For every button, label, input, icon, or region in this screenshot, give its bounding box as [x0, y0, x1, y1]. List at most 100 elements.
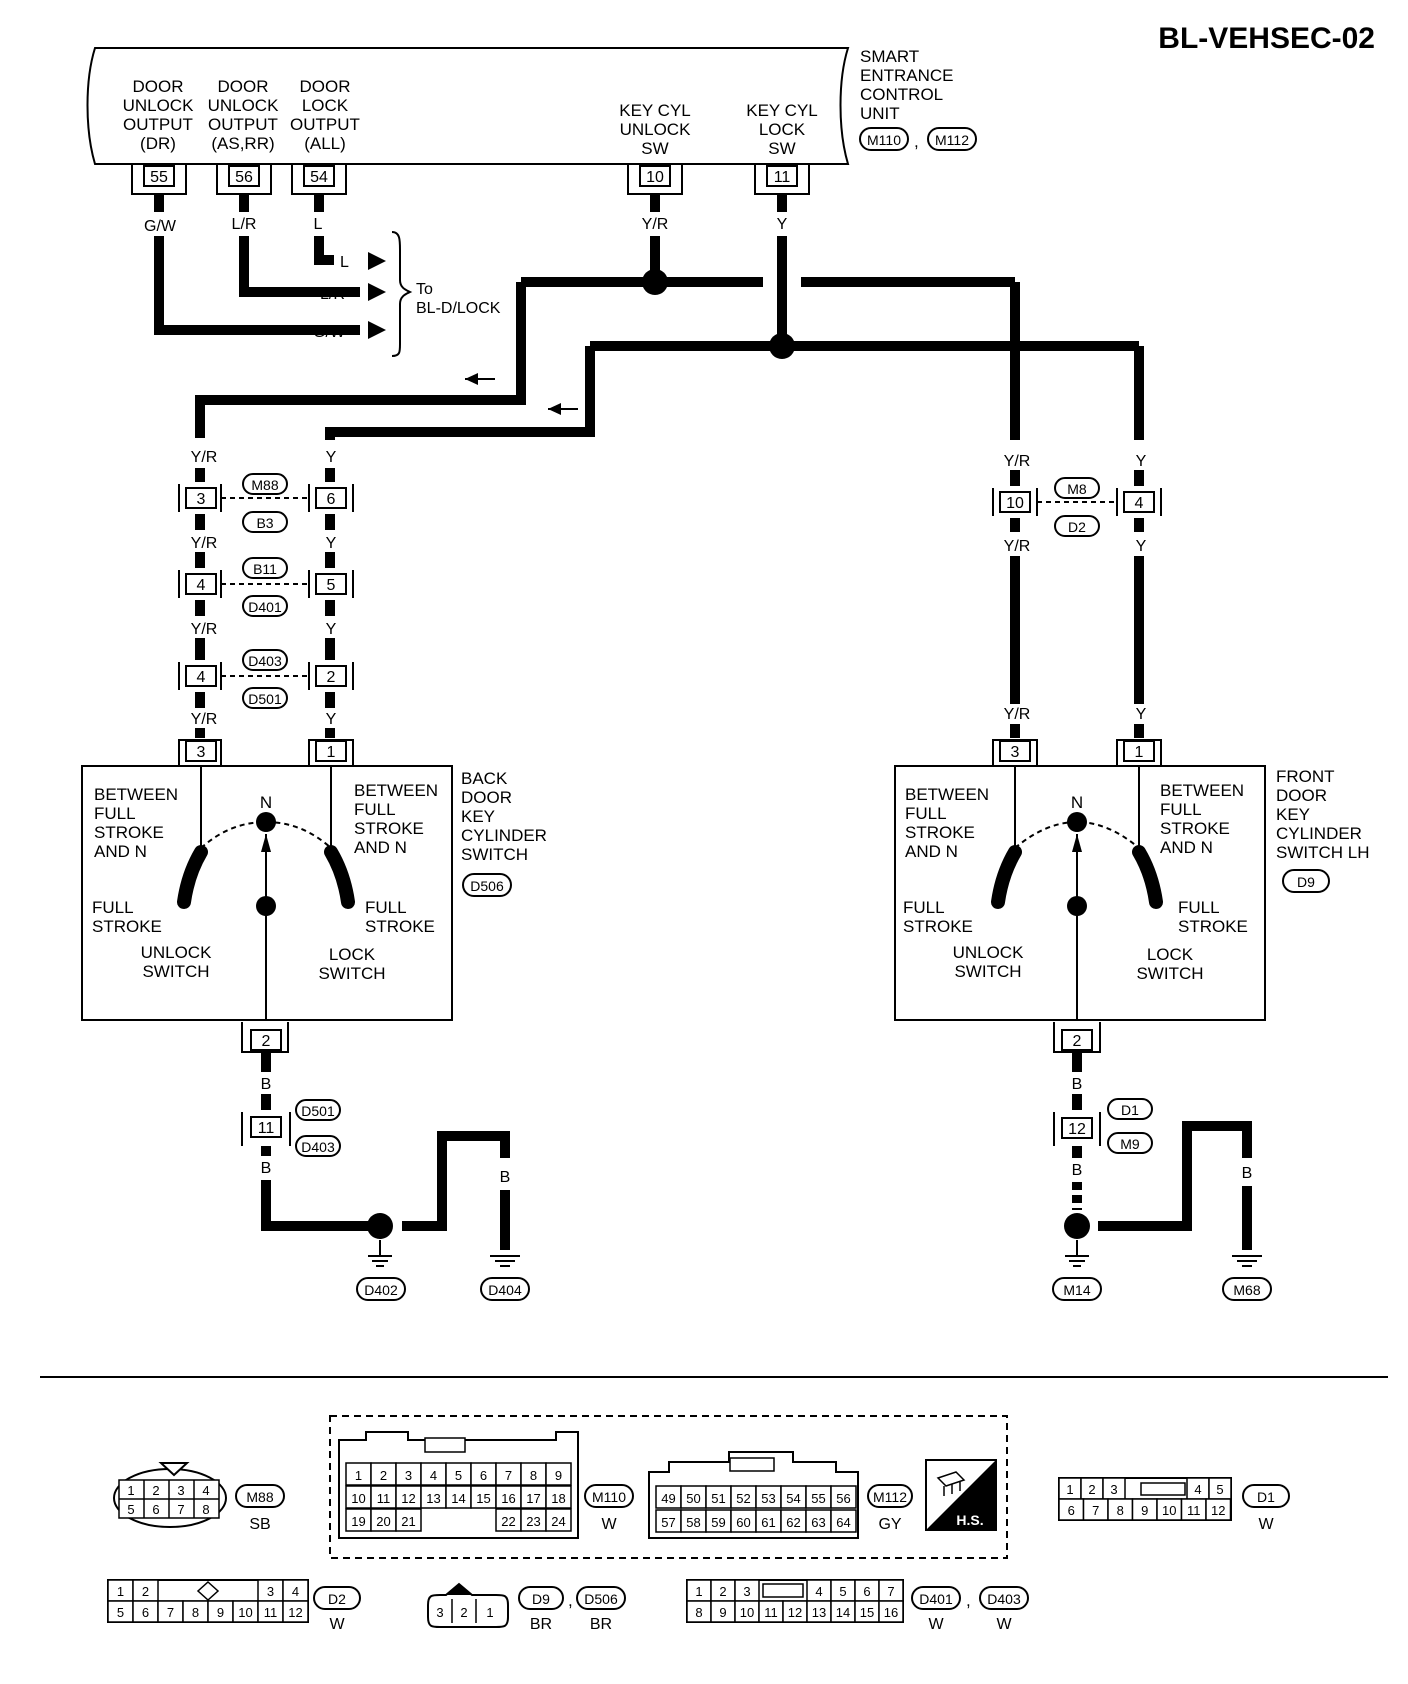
connector-pin-cell [1205, 1498, 1232, 1521]
switch-name-line: FRONT [1276, 767, 1335, 786]
svg-text:,: , [914, 132, 919, 151]
connector-pin-number: 55 [811, 1491, 825, 1506]
svg-text:B: B [500, 1169, 511, 1186]
connector-pin-number: 13 [426, 1491, 440, 1506]
svg-text:STROKE: STROKE [903, 917, 973, 936]
svg-text:STROKE: STROKE [905, 823, 975, 842]
junction-pin: 3 [197, 491, 206, 508]
connector-pin-number: 22 [501, 1514, 515, 1529]
svg-text:W: W [1258, 1516, 1274, 1533]
svg-text:KEY CYL: KEY CYL [746, 101, 818, 120]
ecu-pin-56: 56 [216, 164, 272, 195]
output-wires: L L/R G/W To BL-D/LOCK [154, 194, 501, 357]
svg-text:Y/R: Y/R [191, 449, 218, 466]
smart-entrance-control-unit: SMART ENTRANCE CONTROL UNIT M110 , M112 … [86, 47, 977, 165]
wire-color-yr: Y/R [642, 216, 669, 233]
connector-pin-cell [830, 1485, 857, 1509]
svg-text:BETWEEN: BETWEEN [354, 781, 438, 800]
connector-pin-number: 7 [167, 1605, 174, 1620]
svg-text:1: 1 [127, 1483, 134, 1498]
connector-pin-number: 63 [811, 1515, 825, 1530]
junction-pin: 4 [197, 577, 206, 594]
svg-text:DOOR: DOOR [133, 77, 184, 96]
connector-pin-number: 3 [405, 1468, 412, 1483]
connector-pin-number: 13 [812, 1605, 826, 1620]
svg-text:54: 54 [310, 169, 328, 186]
connector-pin-number: 19 [351, 1514, 365, 1529]
svg-text:B: B [1242, 1165, 1253, 1182]
connector-pin-number: 4 [292, 1584, 299, 1599]
connector-pin-cell [830, 1509, 857, 1533]
connector-tag: D1 [1121, 1102, 1139, 1118]
connector-pin-number: 3 [1110, 1482, 1117, 1497]
svg-text:STROKE: STROKE [92, 917, 162, 936]
svg-text:STROKE: STROKE [1178, 917, 1248, 936]
connector-pin-number: 5 [117, 1605, 124, 1620]
svg-text:6: 6 [152, 1502, 159, 1517]
connector-pin-number: 7 [505, 1468, 512, 1483]
connector-tag: D2 [1068, 519, 1086, 535]
svg-text:B: B [261, 1076, 272, 1093]
svg-text:8: 8 [202, 1502, 209, 1517]
connector-pin-number: 50 [686, 1491, 700, 1506]
wire-color-l: L [314, 216, 323, 233]
connector-pin-number: 59 [711, 1515, 725, 1530]
connector-pin-cell [282, 1600, 309, 1623]
connector-pin-number: 6 [863, 1584, 870, 1599]
svg-text:2: 2 [152, 1483, 159, 1498]
connector-tag: D501 [301, 1103, 335, 1119]
connector-pin-number: 10 [238, 1605, 252, 1620]
svg-text:N: N [260, 793, 272, 812]
connector-tag: B11 [253, 561, 277, 577]
svg-text:,: , [966, 1591, 971, 1610]
svg-text:10: 10 [646, 169, 664, 186]
ecu-pin-11: 11 [754, 164, 810, 195]
svg-text:D2: D2 [328, 1591, 346, 1607]
connector-tag: M9 [1120, 1136, 1140, 1152]
connector-pin-number: 7 [1092, 1503, 1099, 1518]
svg-text:Y: Y [1136, 453, 1147, 470]
connector-pin-number: 10 [740, 1605, 754, 1620]
svg-text:Y: Y [326, 449, 337, 466]
svg-text:11: 11 [258, 1120, 275, 1137]
switch-connector: D506 [470, 878, 504, 894]
svg-text:,: , [568, 1591, 573, 1610]
connector-pin-number: 53 [761, 1491, 775, 1506]
switch-pin: 1 [1135, 744, 1144, 761]
junction-pin: 10 [1006, 495, 1024, 512]
svg-text:11: 11 [774, 169, 791, 186]
svg-text:4: 4 [202, 1483, 209, 1498]
ground-tag: D404 [488, 1282, 522, 1298]
svg-text:STROKE: STROKE [354, 819, 424, 838]
svg-text:SWITCH: SWITCH [318, 964, 385, 983]
svg-text:W: W [329, 1616, 345, 1633]
svg-text:BETWEEN: BETWEEN [1160, 781, 1244, 800]
connector-pin-number: 1 [1066, 1482, 1073, 1497]
connector-tag: D403 [248, 653, 282, 669]
connector-pin-number: 8 [1117, 1503, 1124, 1518]
connector-pin-number: 1 [695, 1584, 702, 1599]
svg-text:SW: SW [641, 139, 668, 158]
svg-text:Y/R: Y/R [191, 621, 218, 638]
svg-text:FULL: FULL [354, 800, 396, 819]
connector-pin-number: 9 [217, 1605, 224, 1620]
wire-color-y: Y [777, 216, 788, 233]
svg-text:SWITCH: SWITCH [954, 962, 1021, 981]
svg-text:STROKE: STROKE [1160, 819, 1230, 838]
svg-text:AND N: AND N [1160, 838, 1213, 857]
svg-text:B: B [1072, 1162, 1083, 1179]
svg-text:AND N: AND N [354, 838, 407, 857]
svg-text:3: 3 [177, 1483, 184, 1498]
svg-text:FULL: FULL [905, 804, 947, 823]
svg-text:5: 5 [127, 1502, 134, 1517]
connector-pin-number: 61 [761, 1515, 775, 1530]
svg-text:UNLOCK: UNLOCK [208, 96, 280, 115]
connector-pin-number: 51 [711, 1491, 725, 1506]
svg-text:D9: D9 [532, 1591, 550, 1607]
connector-pin-number: 14 [836, 1605, 850, 1620]
svg-text:M110: M110 [592, 1489, 626, 1505]
svg-text:7: 7 [177, 1502, 184, 1517]
connector-pin-number: 1 [117, 1584, 124, 1599]
svg-text:UNLOCK: UNLOCK [123, 96, 195, 115]
